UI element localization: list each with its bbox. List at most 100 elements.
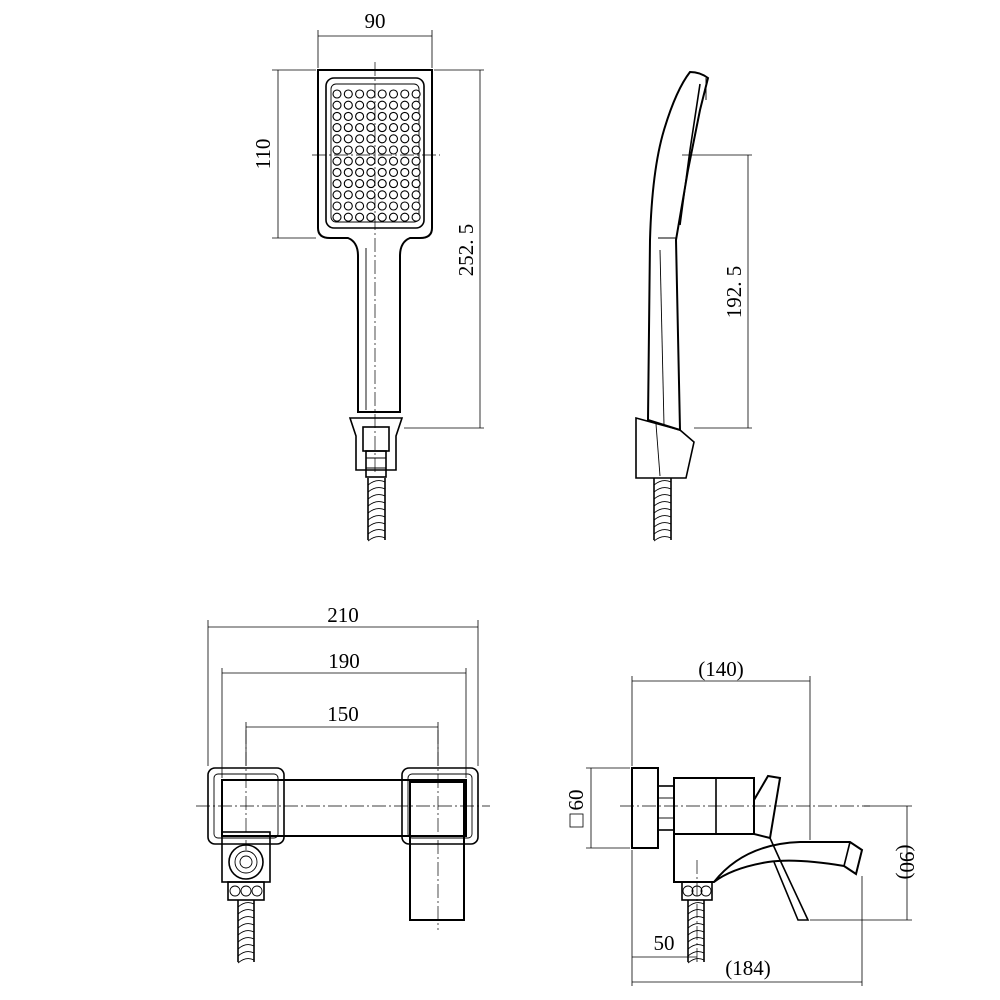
nozzle-hole	[366, 111, 376, 121]
mixer-front-view: 210 190 150	[196, 603, 490, 964]
nozzle-hole	[343, 201, 353, 211]
dim-text-252: 252. 5	[454, 224, 478, 277]
nozzle-hole	[377, 111, 387, 121]
dim-text-210: 210	[327, 603, 359, 627]
nozzle-hole	[411, 123, 421, 133]
nozzle-hole	[400, 212, 410, 222]
nozzle-hole	[400, 201, 410, 211]
dim-text-110: 110	[251, 139, 275, 170]
side-profile-outline	[646, 70, 710, 432]
side-mixer-hose-spiral	[687, 902, 705, 964]
nozzle-hole	[343, 145, 353, 155]
hose-coil	[687, 902, 705, 908]
nozzle-hole	[343, 123, 353, 133]
nozzle-hole	[343, 212, 353, 222]
hose-coil	[367, 501, 386, 507]
nozzle-hole	[366, 134, 376, 144]
hose-nut	[365, 450, 387, 478]
hose-coil	[367, 515, 386, 521]
hose-coil	[367, 480, 386, 486]
nozzle-hole	[332, 156, 342, 166]
nozzle-hole	[377, 212, 387, 222]
nozzle-hole	[332, 100, 342, 110]
nozzle-hole	[377, 100, 387, 110]
hose-coil	[653, 529, 672, 535]
nozzle-hole	[411, 89, 421, 99]
side-spout-lip	[843, 841, 851, 867]
nozzle-hole	[388, 145, 399, 155]
nozzle-hole	[411, 156, 421, 166]
nozzle-hole	[388, 111, 399, 121]
nozzle-hole	[343, 134, 353, 144]
nozzle-hole	[343, 190, 353, 200]
holder-bracket	[348, 417, 404, 471]
nozzle-hole	[332, 123, 342, 133]
outlet-core	[239, 855, 253, 869]
nozzle-hole	[355, 89, 365, 99]
nozzle-hole	[400, 89, 410, 99]
nozzle-hole	[400, 134, 410, 144]
hose-spiral	[367, 480, 386, 542]
hose-coil	[687, 951, 705, 957]
side-nut-dot-1	[682, 885, 694, 897]
hose-coil	[367, 522, 386, 528]
hose-coil	[653, 522, 672, 528]
nozzle-hole	[411, 190, 421, 200]
hose-coil	[237, 944, 255, 950]
nozzle-hole	[377, 201, 387, 211]
nozzle-hole	[366, 190, 376, 200]
square-symbol	[569, 813, 584, 828]
nozzle-hole	[332, 179, 342, 189]
mixer-side-view: (140) 60 (90) 50 (184)	[564, 657, 919, 986]
nozzle-hole	[355, 167, 365, 177]
nut-dot-3	[251, 885, 263, 897]
nozzle-hole	[343, 111, 353, 121]
nozzle-hole	[366, 100, 376, 110]
nozzle-hole	[343, 167, 353, 177]
nozzle-hole	[411, 179, 421, 189]
hose-coil	[653, 536, 672, 542]
nut-dot-1	[229, 885, 241, 897]
nozzle-hole	[400, 123, 410, 133]
nozzle-hole	[366, 89, 376, 99]
nozzle-holes	[332, 89, 421, 222]
nozzle-hole	[377, 123, 387, 133]
dim-text-90-side: (90)	[895, 845, 919, 880]
nozzle-hole	[355, 111, 365, 121]
side-hose-spiral	[653, 480, 672, 542]
nozzle-hole	[411, 167, 421, 177]
nozzle-hole	[377, 179, 387, 189]
hose-coil	[367, 487, 386, 493]
hose-coil	[367, 529, 386, 535]
nozzle-hole	[400, 179, 410, 189]
nozzle-hole	[355, 156, 365, 166]
hose-coil	[237, 937, 255, 943]
nozzle-hole	[355, 179, 365, 189]
mixer-lever	[409, 781, 465, 921]
front-hose-spiral	[237, 902, 255, 964]
side-profile-handle-line	[659, 249, 665, 426]
nozzle-hole	[332, 89, 342, 99]
nozzle-hole	[400, 100, 410, 110]
hose-coil	[653, 487, 672, 493]
side-lever	[753, 774, 782, 840]
hose-coil	[653, 508, 672, 514]
hose-coil	[237, 930, 255, 936]
nozzle-hole	[332, 212, 342, 222]
hose-coil	[687, 916, 705, 922]
hose-coil	[687, 923, 705, 929]
nozzle-hole	[411, 212, 421, 222]
hose-coil	[237, 923, 255, 929]
hose-coil	[237, 958, 255, 964]
nozzle-hole	[355, 123, 365, 133]
nozzle-hole	[377, 134, 387, 144]
outlet-ring	[228, 844, 264, 880]
nozzle-hole	[411, 111, 421, 121]
nozzle-hole	[355, 134, 365, 144]
dim-text-150: 150	[327, 702, 359, 726]
dim-text-140: (140)	[698, 657, 744, 681]
nozzle-hole	[332, 145, 342, 155]
nozzle-hole	[355, 201, 365, 211]
nozzle-hole	[366, 201, 376, 211]
dim-text-192: 192. 5	[722, 266, 746, 319]
